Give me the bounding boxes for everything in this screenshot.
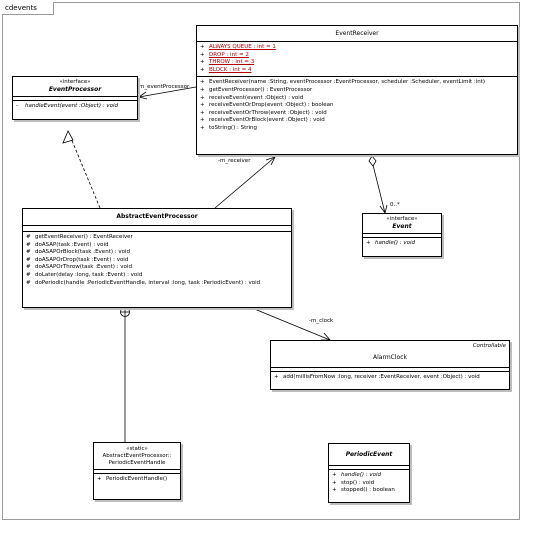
- class-periodic-event[interactable]: PeriodicEvent +handle() : void +stop() :…: [328, 443, 410, 503]
- class-event-receiver[interactable]: EventReceiver +ALWAYS QUEUE : int = 1 +D…: [196, 25, 518, 155]
- attributes-section: [329, 465, 409, 469]
- operations-section: +EventReceiver(name :String, eventProces…: [197, 76, 517, 134]
- realization-triangle: [62, 130, 74, 144]
- label-m-receiver: -m_receiver: [218, 158, 251, 164]
- operation-row: +handle() : void: [332, 472, 382, 478]
- diagram-frame: [2, 2, 520, 520]
- assoc-arrowhead-event-processor: [138, 91, 148, 100]
- operation-row: +handle() : void: [366, 240, 416, 246]
- stereotype: «interface»: [386, 216, 418, 222]
- attributes-section: [94, 469, 180, 473]
- operation-row: +stopped() : boolean: [332, 487, 395, 494]
- class-event-processor[interactable]: «interface» EventProcessor -handleEvent(…: [12, 76, 138, 120]
- stereotype: «interface»: [59, 79, 91, 85]
- class-abstract-event-processor[interactable]: AbstractEventProcessor #getEventReceiver…: [22, 208, 292, 308]
- label-multiplicity: 0..*: [390, 202, 400, 208]
- assoc-line-event-processor: [138, 86, 197, 98]
- attribute-row: +BLOCK : int = 4: [200, 66, 252, 73]
- class-periodic-event-handle[interactable]: «static» AbstractEventProcessor:: Period…: [93, 442, 181, 500]
- operation-row: +PeriodicEventHandle(): [97, 476, 168, 482]
- operation-row: +receiveEvent(event :Object) : void: [200, 94, 304, 101]
- operation-row: +stop() : void: [332, 479, 375, 486]
- operation-row: -handleEvent(event :Object) : void: [16, 103, 118, 109]
- aggregation-line: [372, 164, 386, 214]
- operations-section: +handle() : void +stop() : void +stopped…: [329, 469, 409, 497]
- class-name: EventReceiver: [335, 30, 379, 37]
- class-name: EventProcessor: [48, 86, 102, 93]
- attribute-row: +THROW : int = 3: [200, 59, 255, 66]
- class-name-line: AbstractEventProcessor::: [102, 453, 172, 459]
- class-name: PeriodicEvent: [345, 451, 393, 458]
- attributes-section: +ALWAYS QUEUE : int = 1 +DROP : int = 2 …: [197, 41, 517, 76]
- class-name: AlarmClock: [373, 354, 407, 361]
- stereotype: «static»: [126, 446, 148, 452]
- stereotype: Controllable: [472, 343, 506, 349]
- operation-row: +toString() : String: [200, 124, 257, 131]
- class-name: AbstractEventProcessor: [116, 213, 198, 220]
- class-event[interactable]: «interface» Event +handle() : void: [362, 213, 442, 257]
- attributes-section: [13, 96, 137, 100]
- assoc-line-clock: [251, 307, 331, 341]
- class-name: Event: [392, 223, 412, 230]
- operation-row: #doPeriodic(handle :PeriodicEventHandle,…: [26, 279, 261, 286]
- operation-row: #doASAPOrThrow(task :Event) : void: [26, 264, 132, 271]
- attributes-section: [363, 233, 441, 237]
- realization-line: [67, 130, 101, 209]
- label-m-event-processor: -m_eventProcessor: [137, 84, 190, 90]
- operation-row: #doASAPOrBlock(task :Event) : void: [26, 249, 130, 256]
- operation-row: +getEventProcessor() : EventProcessor: [200, 86, 313, 93]
- operations-section: +PeriodicEventHandle(): [94, 473, 180, 486]
- label-m-clock: -m_clock: [309, 318, 334, 324]
- assoc-line-receiver: [214, 156, 276, 209]
- operation-row: #doASAP(task :Event) : void: [26, 241, 109, 248]
- operation-row: #getEventReceiver() : EventReceiver: [26, 234, 133, 240]
- operations-section: #getEventReceiver() : EventReceiver #doA…: [23, 231, 291, 289]
- operation-row: #doASAPOrDrop(task :Event) : void: [26, 256, 129, 263]
- frame-tab: cdevents: [2, 2, 54, 15]
- attribute-row: +ALWAYS QUEUE : int = 1: [200, 44, 276, 50]
- operation-row: +EventReceiver(name :String, eventProces…: [200, 79, 486, 86]
- assoc-arrowhead-receiver: [265, 156, 276, 166]
- operation-row: +receiveEventOrBlock(event :Object) : vo…: [200, 117, 325, 124]
- operations-section: -handleEvent(event :Object) : void: [13, 100, 137, 113]
- operation-row: #doLater(delay :long, task :Event) : voi…: [26, 271, 143, 278]
- class-alarm-clock[interactable]: Controllable AlarmClock +add(millisFromN…: [270, 340, 510, 390]
- operation-row: +receiveEventOrThrow(event :Object) : vo…: [200, 109, 327, 116]
- aggregation-diamond: [368, 155, 377, 167]
- operation-row: +receiveEventOrDrop(event :Object) : boo…: [200, 102, 334, 109]
- operations-section: +add(millisFromNow :long, receiver :Even…: [271, 371, 509, 384]
- operation-row: +add(millisFromNow :long, receiver :Even…: [274, 374, 480, 380]
- class-name-line: PeriodicEventHandle: [108, 460, 166, 466]
- attributes-section: [271, 367, 509, 371]
- attribute-row: +DROP : int = 2: [200, 51, 249, 58]
- operations-section: +handle() : void: [363, 237, 441, 250]
- attributes-section: [23, 225, 291, 231]
